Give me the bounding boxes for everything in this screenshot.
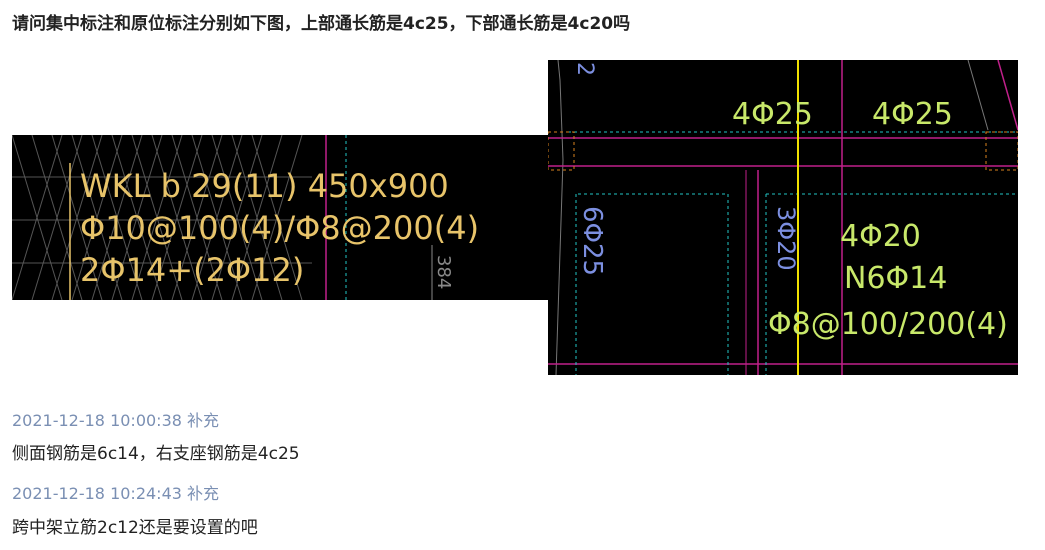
supplement-timestamp: 2021-12-18 10:24:43 补充 — [12, 484, 220, 503]
mid-support-rebar: 3Φ20 — [772, 206, 800, 271]
annotation-line-3: 2Φ14+(2Φ12) — [80, 251, 304, 289]
top-left-rebar: 4Φ25 — [732, 97, 813, 132]
annotation-line-2: Φ10@100(4)/Φ8@200(4) — [80, 209, 479, 247]
centralized-annotation-image: WKL b 29(11) 450x900 Φ10@100(4)/Φ8@200(4… — [12, 135, 548, 300]
bottom-main-rebar: 4Φ20 — [840, 219, 921, 254]
supplement-timestamp: 2021-12-18 10:00:38 补充 — [12, 411, 220, 430]
top-right-rebar: 4Φ25 — [872, 97, 953, 132]
supplement-text: 侧面钢筋是6c14，右支座钢筋是4c25 — [12, 444, 300, 464]
supplement-text: 跨中架立筋2c12还是要设置的吧 — [12, 518, 258, 538]
corner-mark: 2 — [572, 62, 597, 76]
dimension-label: 384 — [433, 255, 454, 289]
left-support-rebar: 6Φ25 — [577, 206, 607, 276]
side-bars: N6Φ14 — [844, 261, 947, 296]
stirrup-spec: Φ8@100/200(4) — [768, 307, 1008, 342]
question-title: 请问集中标注和原位标注分别如下图，上部通长筋是4c25，下部通长筋是4c20吗 — [12, 14, 631, 34]
annotation-line-1: WKL b 29(11) 450x900 — [80, 167, 449, 205]
insitu-annotation-image: 4Φ25 4Φ25 4Φ20 N6Φ14 Φ8@100/200(4) 6Φ25 … — [548, 60, 1018, 375]
